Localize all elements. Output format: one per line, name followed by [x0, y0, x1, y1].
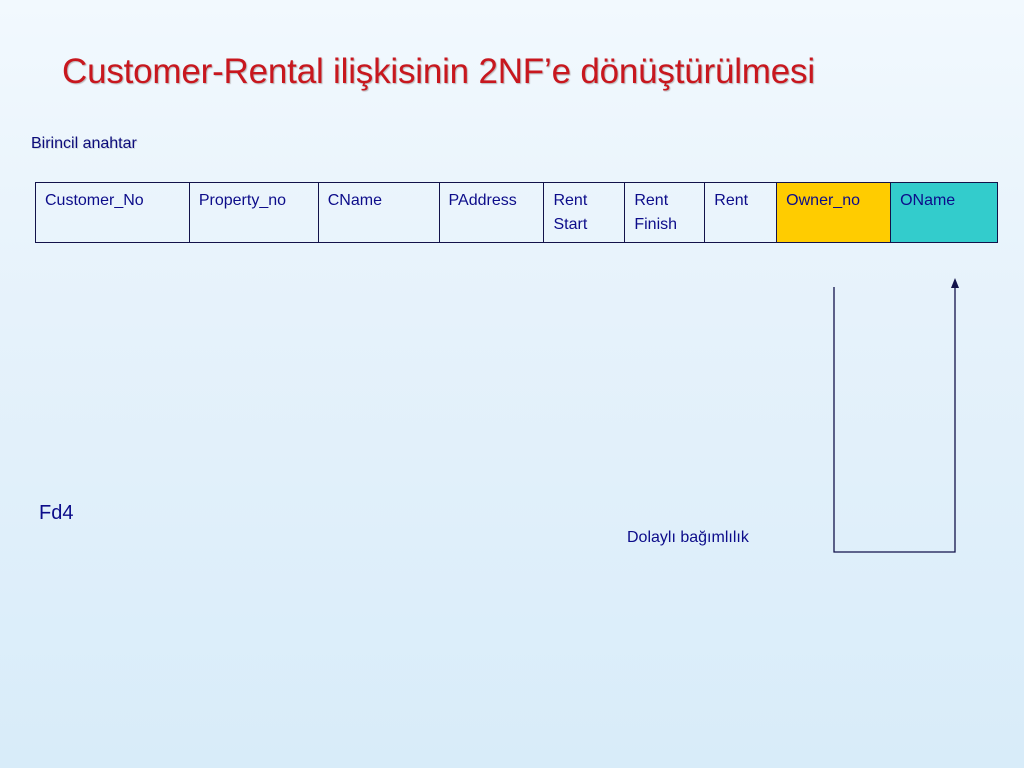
fd4-label: Fd4 [39, 502, 74, 524]
primary-key-label: Birincil anahtar [31, 135, 137, 152]
column-cname: CName [317, 182, 440, 243]
relation-table: Customer_No Property_no CName PAddress R… [35, 182, 998, 243]
column-label: Customer_No [45, 192, 144, 209]
column-label-line2: Start [553, 216, 588, 233]
column-owner-no: Owner_no [776, 182, 892, 243]
column-paddress: PAddress [438, 182, 545, 243]
column-label: CName [327, 192, 382, 209]
column-rent: Rent [704, 182, 778, 243]
slide-title: Customer-Rental ilişkisinin 2NF’e dönüşt… [62, 52, 815, 91]
column-label: Rent [553, 192, 588, 209]
column-customer-no: Customer_No [35, 182, 190, 243]
column-oname: OName [890, 182, 998, 243]
column-label: OName [900, 192, 956, 209]
arrowhead-icon [951, 278, 959, 288]
dependency-connector [833, 286, 956, 553]
column-label: Rent [634, 192, 669, 209]
column-label: Rent [714, 192, 749, 209]
column-property-no: Property_no [188, 182, 319, 243]
column-label: Owner_no [786, 192, 860, 209]
column-label: PAddress [448, 192, 517, 209]
column-label-line2: Finish [634, 216, 678, 233]
transitive-dependency-label: Dolaylı bağımlılık [627, 529, 749, 546]
column-label: Property_no [198, 192, 287, 209]
table-row: Customer_No Property_no CName PAddress R… [35, 182, 998, 243]
